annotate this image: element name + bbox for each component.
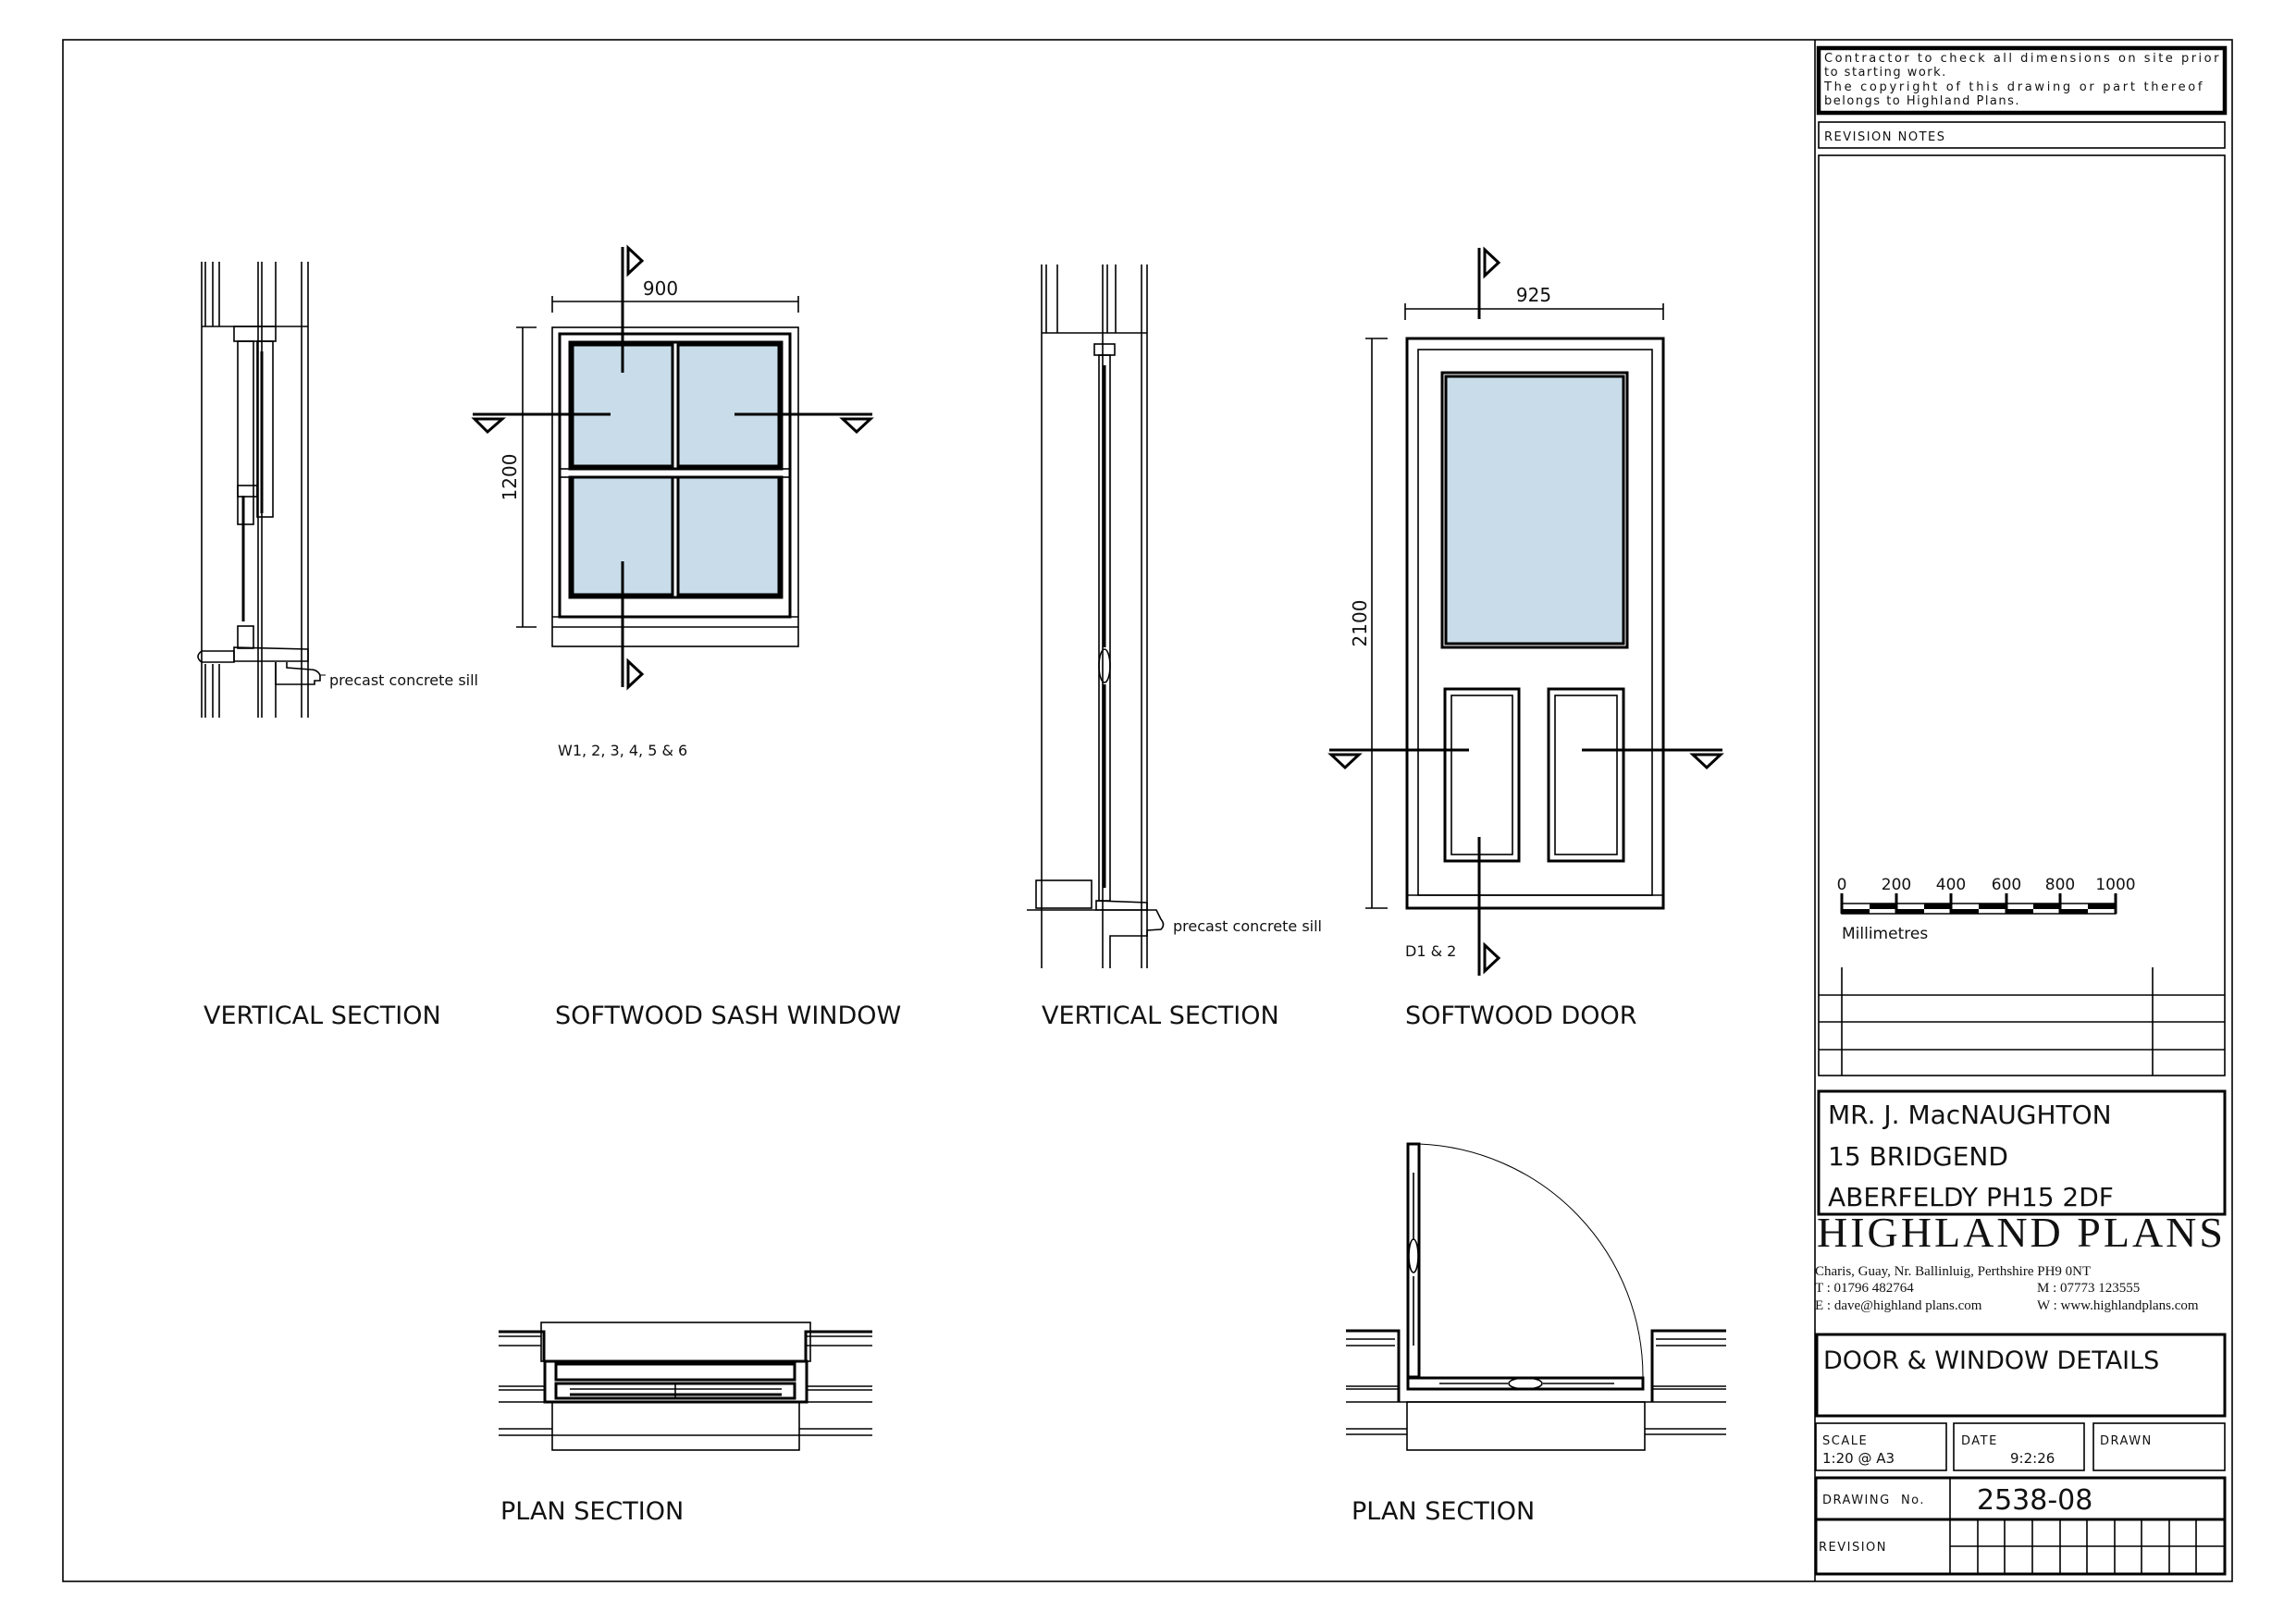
company-website: W : www.highlandplans.com xyxy=(2037,1298,2199,1313)
client-name: MR. J. MacNAUGHTON xyxy=(1828,1100,2112,1130)
note-line: Contractor to check all dimensions on si… xyxy=(1824,52,2220,66)
scale-bar: 0 200 400 600 800 1000 Millimetres xyxy=(1837,876,2136,943)
door-elevation: 925 2100 D1 & 2 xyxy=(1327,246,1724,976)
drawing-number: 2538-08 xyxy=(1977,1484,2092,1517)
scale-tick-label: 800 xyxy=(2045,876,2075,894)
section-marker-icon xyxy=(626,244,645,277)
note-line: to starting work. xyxy=(1824,66,1947,80)
company-logo: HIGHLAND PLANS xyxy=(1817,1209,2224,1256)
scale-tick-label: 400 xyxy=(1936,876,1966,894)
company-email: E : dave@highland plans.com xyxy=(1815,1298,1982,1313)
window-plan-label: PLAN SECTION xyxy=(500,1497,684,1526)
window-pane xyxy=(676,475,781,596)
company-address: Charis, Guay, Nr. Ballinluig, Perthshire… xyxy=(1815,1264,2091,1279)
door-height-dimension: 2100 xyxy=(1349,600,1371,647)
client-box xyxy=(1817,1089,2227,1216)
door-section-label: VERTICAL SECTION xyxy=(1042,1002,1279,1030)
date-label: DATE xyxy=(1961,1434,1998,1448)
contractor-notes-box xyxy=(1816,45,2228,116)
window-vertical-section: precast concrete sill xyxy=(197,262,478,718)
drawing-title: DOOR & WINDOW DETAILS xyxy=(1823,1346,2159,1375)
window-width-dimension: 900 xyxy=(643,277,678,300)
sash-window-elevation: 900 1200 W1, 2, 3, 4, 5 & 6 xyxy=(471,244,874,759)
scale-value: 1:20 @ A3 xyxy=(1822,1450,1895,1467)
date-value: 9:2:26 xyxy=(2010,1450,2055,1467)
section-marker-icon xyxy=(1327,753,1363,770)
window-title: SOFTWOOD SASH WINDOW xyxy=(555,1002,901,1030)
window-pane xyxy=(676,343,781,468)
section-marker-icon xyxy=(1689,753,1724,770)
door-vertical-section: precast concrete sill xyxy=(1027,264,1322,968)
scale-unit: Millimetres xyxy=(1842,925,1928,943)
sill-note: precast concrete sill xyxy=(1173,917,1322,935)
note-line: The copyright of this drawing or part th… xyxy=(1823,80,2203,94)
sill-note: precast concrete sill xyxy=(329,671,478,689)
sheet-border xyxy=(62,39,2233,1582)
revision-label: REVISION xyxy=(1819,1541,1887,1555)
revision-notes-label: REVISION NOTES xyxy=(1824,130,1946,144)
company-mobile: M : 07773 123555 xyxy=(2037,1281,2140,1296)
section-marker-icon xyxy=(471,417,506,435)
note-line: belongs to Highland Plans. xyxy=(1824,94,2020,108)
client-address: 15 BRIDGEND xyxy=(1828,1141,2008,1172)
window-section-label: VERTICAL SECTION xyxy=(204,1002,441,1030)
door-title: SOFTWOOD DOOR xyxy=(1405,1002,1637,1030)
door-width-dimension: 925 xyxy=(1516,284,1551,306)
window-reference: W1, 2, 3, 4, 5 & 6 xyxy=(558,742,687,759)
door-glass-panel xyxy=(1444,375,1625,646)
window-plan-section xyxy=(499,1322,872,1451)
scale-tick-label: 0 xyxy=(1837,876,1847,894)
door-plan-section xyxy=(1346,1142,1726,1451)
company-phone: T : 01796 482764 xyxy=(1815,1281,1914,1296)
section-marker-icon xyxy=(1483,941,1501,975)
section-marker-icon xyxy=(1483,246,1501,279)
scale-tick-label: 600 xyxy=(1992,876,2021,894)
window-height-dimension: 1200 xyxy=(499,454,521,501)
scale-label: SCALE xyxy=(1822,1434,1868,1448)
title-block: Contractor to check all dimensions on si… xyxy=(1814,40,2228,1581)
scale-tick-label: 1000 xyxy=(2095,876,2135,894)
section-marker-icon xyxy=(626,658,645,691)
drawn-label: DRAWN xyxy=(2100,1434,2153,1448)
section-marker-icon xyxy=(839,417,874,435)
drawing-number-label: DRAWING No. xyxy=(1822,1494,1925,1507)
revision-grid xyxy=(1950,1519,2225,1574)
client-town: ABERFELDY PH15 2DF xyxy=(1828,1182,2114,1212)
door-reference: D1 & 2 xyxy=(1405,942,1456,960)
scale-tick-label: 200 xyxy=(1882,876,1911,894)
door-plan-label: PLAN SECTION xyxy=(1352,1497,1535,1526)
